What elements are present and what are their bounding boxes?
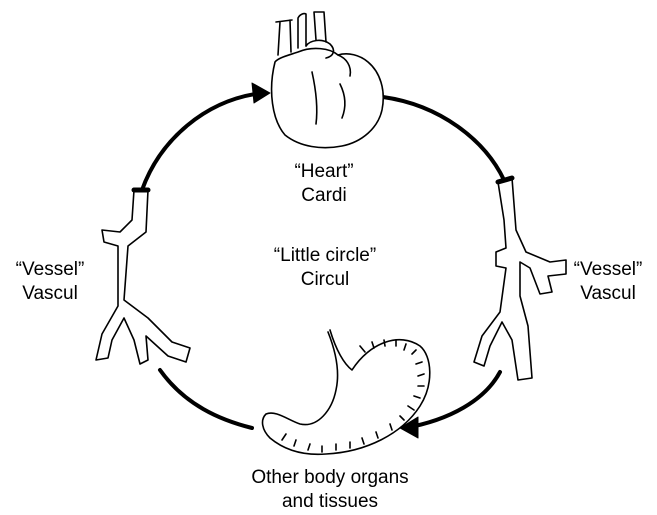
center-label-term: Circul — [245, 268, 405, 292]
blood-vessel-icon — [96, 190, 190, 364]
cycle-arc-left-bottom — [160, 370, 252, 428]
organs-label-line2: and tissues — [220, 490, 440, 514]
stomach-icon — [263, 330, 430, 454]
heart-label: “Heart” Cardi — [269, 160, 379, 208]
heart-label-term: Cardi — [269, 184, 379, 208]
heart-icon — [272, 12, 384, 148]
vessel-label-left: “Vessel” Vascul — [2, 258, 98, 306]
center-label: “Little circle” Circul — [245, 244, 405, 292]
cycle-arc-right-top — [383, 97, 504, 180]
blood-vessel-icon — [474, 178, 566, 380]
vessel-label-left-quote: “Vessel” — [2, 258, 98, 282]
organs-label: Other body organs and tissues — [220, 466, 440, 514]
organs-label-line1: Other body organs — [220, 466, 440, 490]
arrowhead-icon — [252, 83, 270, 103]
vessel-label-right-quote: “Vessel” — [560, 258, 656, 282]
cycle-arc-left-top — [142, 93, 262, 190]
vessel-label-right-term: Vascul — [560, 282, 656, 306]
vessel-label-right: “Vessel” Vascul — [560, 258, 656, 306]
heart-label-quote: “Heart” — [269, 160, 379, 184]
center-label-quote: “Little circle” — [245, 244, 405, 268]
vessel-label-left-term: Vascul — [2, 282, 98, 306]
